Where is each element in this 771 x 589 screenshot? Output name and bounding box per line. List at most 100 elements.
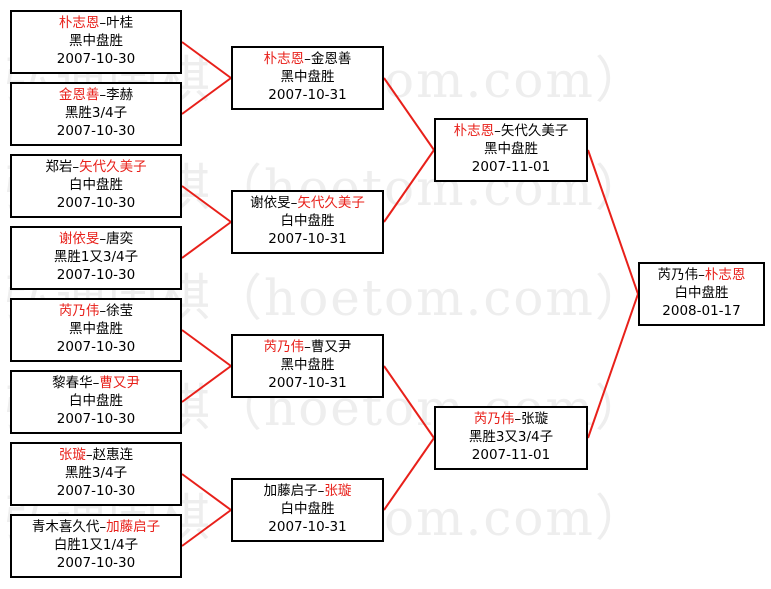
connector (383, 365, 435, 439)
connector (181, 509, 232, 547)
dash-separator: – (514, 411, 522, 427)
player-name: 郑岩 (45, 159, 73, 175)
player-name: 青木喜久代 (31, 519, 100, 535)
match-result: 黑中盘胜 (280, 69, 335, 85)
match-box-round1: 朴志恩–叶桂黑中盘胜 2007-10-30 (10, 10, 182, 74)
dash-separator: – (494, 123, 501, 139)
dash-separator: – (99, 519, 107, 535)
player-name: 张璇 (324, 483, 352, 499)
player-name: 谢依旻 (58, 231, 100, 247)
match-result: 黑胜1又3/4子 (53, 249, 139, 265)
player-name: 朴志恩 (58, 15, 100, 31)
match-date: 2007-10-30 (56, 411, 136, 427)
connector (383, 77, 435, 151)
player-name: 曹又尹 (99, 375, 140, 391)
player-name: 加藤启子 (106, 519, 161, 535)
match-date: 2007-11-01 (471, 447, 551, 463)
dash-separator: – (99, 87, 107, 103)
match-result: 白中盘胜 (69, 393, 123, 409)
match-date: 2007-11-01 (471, 159, 551, 175)
player-name: 朴志恩 (704, 267, 746, 283)
player-name: 芮乃伟 (263, 339, 305, 355)
player-name: 矢代久美子 (500, 123, 569, 139)
player-name: 朴志恩 (263, 51, 305, 67)
match-date: 2007-10-30 (56, 195, 136, 211)
player-name: 赵惠连 (92, 447, 134, 463)
match-result: 白中盘胜 (674, 285, 729, 301)
match-result: 黑中盘胜 (69, 33, 123, 49)
dash-separator: – (72, 159, 80, 175)
dash-separator: – (99, 303, 107, 319)
dash-separator: – (99, 15, 107, 31)
player-name: 张璇 (58, 447, 86, 463)
match-box-round1: 金恩善–李赫黑胜3/4子 2007-10-30 (10, 82, 182, 146)
player-name: 芮乃伟 (58, 303, 100, 319)
match-result: 黑胜3又3/4子 (468, 429, 554, 445)
connector (181, 221, 232, 259)
match-result: 白中盘胜 (280, 213, 335, 229)
player-name: 张璇 (521, 411, 549, 427)
player-name: 矢代久美子 (297, 195, 365, 211)
player-name: 矢代久美子 (79, 159, 147, 175)
match-result: 白中盘胜 (69, 177, 123, 193)
connector (181, 473, 232, 511)
match-players: 张璇–赵惠连 (12, 446, 180, 464)
dash-separator: – (85, 447, 93, 463)
player-name: 黎春华 (52, 375, 93, 391)
match-date: 2007-10-30 (56, 51, 136, 67)
match-box-round1: 芮乃伟–徐莹黑中盘胜 2007-10-30 (10, 298, 182, 362)
connector (181, 185, 232, 223)
dash-separator: – (99, 231, 107, 247)
dash-separator: – (304, 339, 311, 355)
connector (587, 149, 639, 295)
match-players: 朴志恩–金恩善 (233, 50, 382, 68)
match-players: 朴志恩–矢代久美子 (436, 122, 586, 140)
match-date: 2007-10-31 (268, 231, 347, 247)
match-players: 芮乃伟–张璇 (436, 410, 586, 428)
match-players: 金恩善–李赫 (12, 86, 180, 104)
player-name: 唐奕 (106, 231, 134, 247)
match-result: 白胜1又1/4子 (53, 537, 139, 553)
player-name: 朴志恩 (453, 123, 495, 139)
player-name: 徐莹 (106, 303, 134, 319)
connector (587, 293, 639, 439)
match-date: 2007-10-31 (268, 87, 347, 103)
dash-separator: – (698, 267, 705, 283)
dash-separator: – (304, 51, 311, 67)
match-box-round2: 芮乃伟–曹又尹黑中盘胜 2007-10-31 (231, 334, 384, 398)
connector (383, 437, 435, 511)
match-date: 2007-10-30 (56, 483, 136, 499)
match-date: 2007-10-31 (268, 375, 347, 391)
match-result: 黑胜3/4子 (64, 105, 128, 121)
player-name: 加藤启子 (263, 483, 318, 499)
player-name: 金恩善 (310, 51, 352, 67)
match-date: 2008-01-17 (662, 303, 741, 319)
match-players: 芮乃伟–曹又尹 (233, 338, 382, 356)
match-date: 2007-10-30 (56, 555, 136, 571)
match-result: 黑中盘胜 (484, 141, 538, 157)
dash-separator: – (92, 375, 100, 391)
match-date: 2007-10-30 (56, 339, 136, 355)
match-result: 黑中盘胜 (280, 357, 335, 373)
player-name: 芮乃伟 (473, 411, 515, 427)
match-result: 黑中盘胜 (69, 321, 123, 337)
connector (181, 365, 232, 403)
match-players: 谢依旻–唐奕 (12, 230, 180, 248)
match-players: 郑岩–矢代久美子 (12, 158, 180, 176)
player-name: 金恩善 (58, 87, 100, 103)
match-result: 黑胜3/4子 (64, 465, 128, 481)
match-players: 黎春华–曹又尹 (12, 374, 180, 392)
match-players: 朴志恩–叶桂 (12, 14, 180, 32)
match-date: 2007-10-30 (56, 123, 136, 139)
match-players: 加藤启子–张璇 (233, 482, 382, 500)
match-date: 2007-10-31 (268, 519, 347, 535)
match-players: 青木喜久代–加藤启子 (12, 518, 180, 536)
dash-separator: – (317, 483, 325, 499)
